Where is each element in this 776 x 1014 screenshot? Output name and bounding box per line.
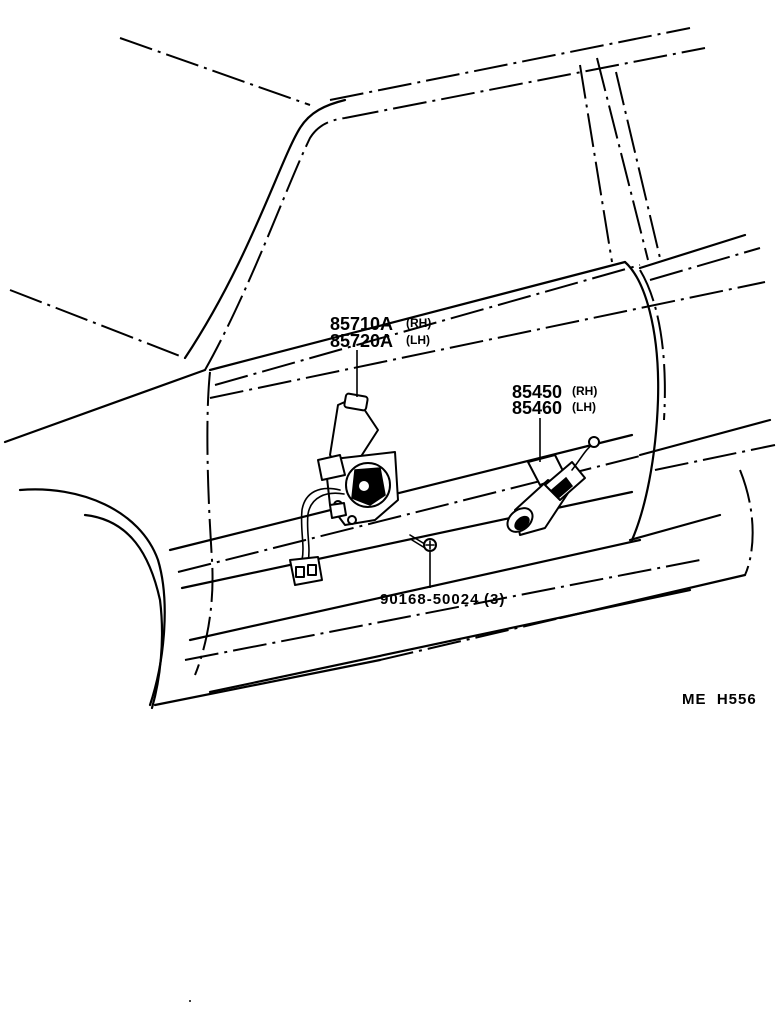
callout-solenoid-lh-side: (LH) xyxy=(572,400,596,414)
scan-dot xyxy=(189,1000,191,1002)
callout-motor-rh-side: (RH) xyxy=(406,316,431,330)
diagram-id: ME H556 xyxy=(682,691,757,708)
screw xyxy=(409,534,437,552)
callout-motor-lh-side: (LH) xyxy=(406,333,430,347)
door-lock-solenoid xyxy=(506,436,600,536)
callout-screw-part: 90168-50024 xyxy=(380,591,479,608)
callout-motor-rh-part: 85710A xyxy=(330,314,393,334)
callout-solenoid-rh-part: 85450 xyxy=(512,382,562,402)
window-regulator-motor xyxy=(289,392,399,586)
callout-solenoid-rh-side: (RH) xyxy=(572,384,597,398)
callout-screw-qty: (3) xyxy=(484,591,505,608)
callout-solenoid-lh-part: 85460 xyxy=(512,398,562,418)
callout-motor-lh-part: 85720A xyxy=(330,331,393,351)
